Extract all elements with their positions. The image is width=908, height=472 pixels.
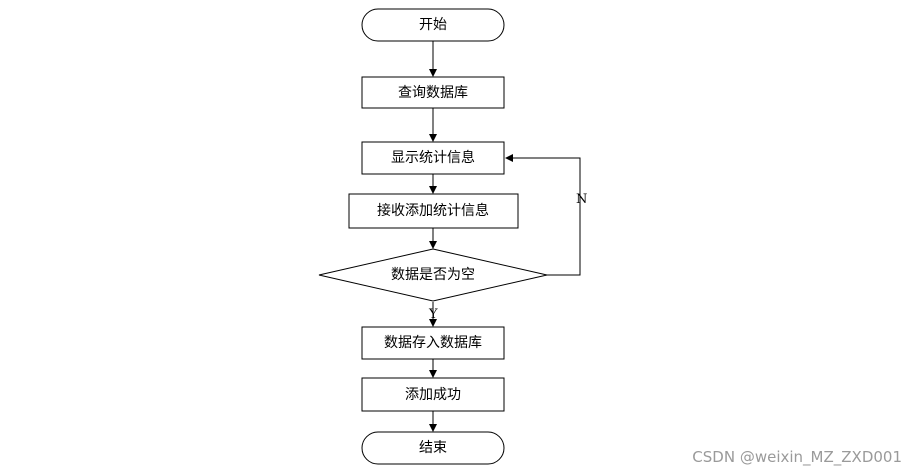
node-save-db-label: 数据存入数据库 bbox=[384, 335, 482, 351]
node-decision-empty-label: 数据是否为空 bbox=[391, 267, 475, 283]
csdn-watermark: CSDN @weixin_MZ_ZXD001 bbox=[692, 448, 902, 466]
node-decision-empty: 数据是否为空 bbox=[318, 248, 548, 302]
branch-label-no: N bbox=[576, 192, 587, 207]
node-end: 结束 bbox=[361, 431, 505, 465]
node-show-stats-label: 显示统计信息 bbox=[391, 149, 475, 166]
node-add-success: 添加成功 bbox=[361, 377, 505, 412]
node-end-label: 结束 bbox=[419, 440, 447, 456]
node-save-db: 数据存入数据库 bbox=[361, 326, 505, 360]
edge-decision-loop-back bbox=[505, 154, 581, 276]
branch-label-yes: Y bbox=[428, 307, 438, 322]
node-query-db: 查询数据库 bbox=[361, 76, 505, 109]
node-start: 开始 bbox=[361, 8, 505, 42]
node-add-success-label: 添加成功 bbox=[405, 387, 461, 403]
node-show-stats: 显示统计信息 bbox=[361, 141, 505, 175]
node-query-db-label: 查询数据库 bbox=[398, 85, 468, 101]
node-start-label: 开始 bbox=[419, 17, 447, 33]
node-receive-stats: 接收添加统计信息 bbox=[348, 193, 519, 229]
node-receive-stats-label: 接收添加统计信息 bbox=[377, 202, 489, 219]
